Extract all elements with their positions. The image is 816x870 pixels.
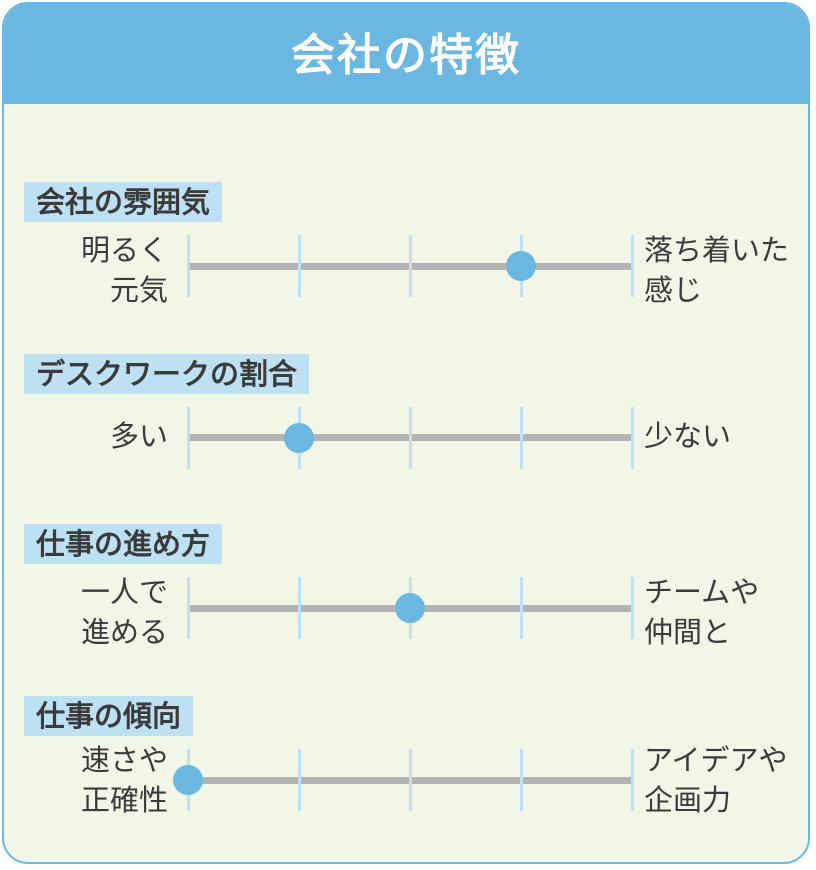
left-line: 一人で [80, 575, 168, 609]
page-title: 会社の特徴 [291, 30, 521, 81]
left-line: 明るく [80, 233, 168, 267]
card-header: 会社の特徴 [4, 4, 808, 104]
scale-label: デスクワークの割合 [24, 354, 310, 394]
scale-atmosphere: 会社の雰囲気 明るく 元気 落ち着いた 感じ [4, 182, 808, 312]
left-line: 多い [109, 419, 168, 453]
scale-tick [409, 749, 412, 811]
scale-marker [173, 765, 203, 795]
scale-work-tendency: 仕事の傾向 速さや 正確性 アイデアや 企画力 [4, 696, 808, 826]
scale-marker [395, 593, 425, 623]
scale-label: 仕事の傾向 [24, 696, 194, 736]
scale-tick [187, 577, 190, 639]
left-line: 元気 [109, 273, 168, 307]
scale-right-text: チームや 仲間と [644, 572, 808, 652]
scale-tick [409, 407, 412, 469]
scale-tick [520, 577, 523, 639]
scale-left-text: 明るく 元気 [18, 230, 168, 310]
scale-tick [631, 235, 634, 297]
scale-left-text: 速さや 正確性 [18, 740, 168, 820]
scale-tick [520, 407, 523, 469]
scale-tick [631, 577, 634, 639]
left-line: 正確性 [80, 783, 168, 817]
scale-right-text: 少ない [644, 416, 808, 456]
scale-tick [187, 407, 190, 469]
scale-tick [298, 749, 301, 811]
scale-marker [284, 423, 314, 453]
right-line: 企画力 [644, 783, 732, 817]
right-line: 仲間と [644, 615, 732, 649]
left-line: 進める [80, 615, 168, 649]
scale-tick [298, 235, 301, 297]
scale-right-text: アイデアや 企画力 [644, 740, 808, 820]
right-line: 感じ [644, 273, 703, 307]
scale-tick [631, 407, 634, 469]
scale-tick [187, 235, 190, 297]
scale-label: 仕事の進め方 [24, 524, 223, 564]
scale-label: 会社の雰囲気 [24, 182, 223, 222]
scale-tick [631, 749, 634, 811]
scale-tick [409, 235, 412, 297]
right-line: 少ない [644, 419, 732, 453]
scale-work-style: 仕事の進め方 一人で 進める チームや 仲間と [4, 524, 808, 654]
scale-right-text: 落ち着いた 感じ [644, 230, 808, 310]
left-line: 速さや [80, 743, 168, 777]
scale-deskwork: デスクワークの割合 多い 少ない [4, 354, 808, 484]
scale-marker [506, 251, 536, 281]
scale-left-text: 一人で 進める [18, 572, 168, 652]
right-line: 落ち着いた [644, 233, 790, 267]
right-line: チームや [644, 575, 760, 609]
scale-tick [298, 577, 301, 639]
scale-tick [520, 749, 523, 811]
right-line: アイデアや [644, 743, 788, 777]
scale-left-text: 多い [18, 416, 168, 456]
